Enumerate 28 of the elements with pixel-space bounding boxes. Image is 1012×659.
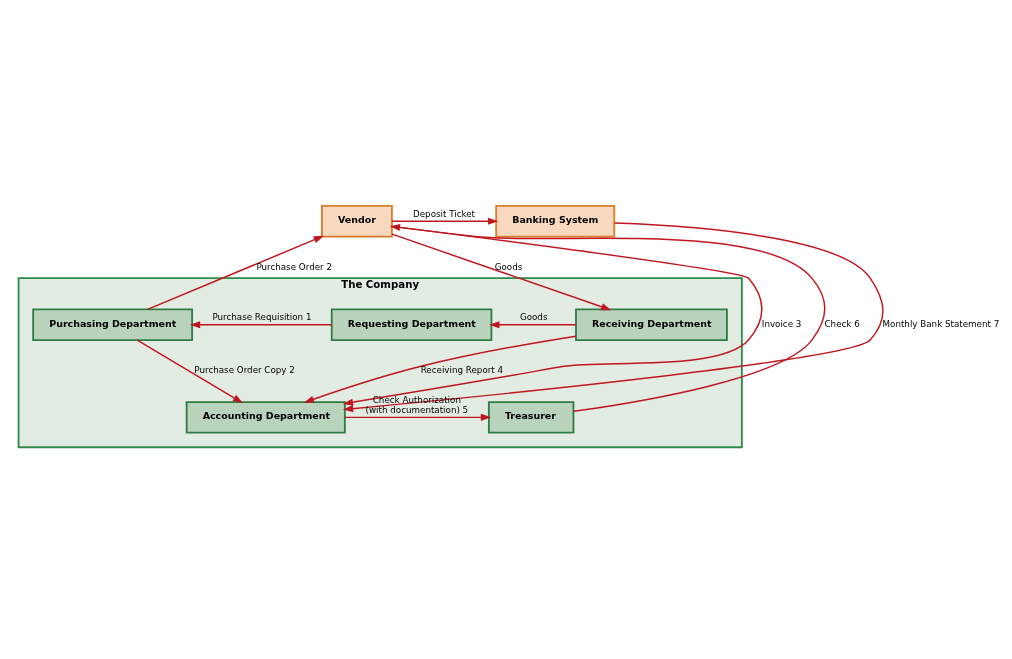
node-box: Purchasing Department [32,308,194,341]
arrow [342,225,763,406]
arrow [391,233,612,311]
arrow [146,235,324,311]
arrow [489,321,577,329]
edge-label: Receiving Report 4 [420,365,504,376]
node-box: Accounting Department [185,401,346,434]
arrow [344,413,492,421]
node-box: Vendor [321,205,393,238]
node-box: Banking System [495,205,616,238]
arrow [303,335,577,403]
arrow [389,223,826,413]
edge-label: Goods [494,261,523,272]
edge-label: Goods [519,312,548,323]
node-box: Requesting Department [330,308,493,341]
edge-label: Purchase Order Copy 2 [194,365,295,376]
arrow [189,321,333,329]
edge-label: Invoice 3 [761,319,802,330]
arrow [342,222,884,413]
node-box: Receiving Department [575,308,728,341]
edge-label: Monthly Bank Statement 7 [882,319,1000,330]
edge-label: Purchase Order 2 [256,261,332,272]
edge-label: Deposit Ticket [413,208,476,219]
edge-label: Check 6 [824,319,860,330]
arrow [391,217,499,225]
arrow [136,339,244,404]
node-box: Treasurer [487,401,575,434]
edge-label: Purchase Requisition 1 [212,312,312,323]
